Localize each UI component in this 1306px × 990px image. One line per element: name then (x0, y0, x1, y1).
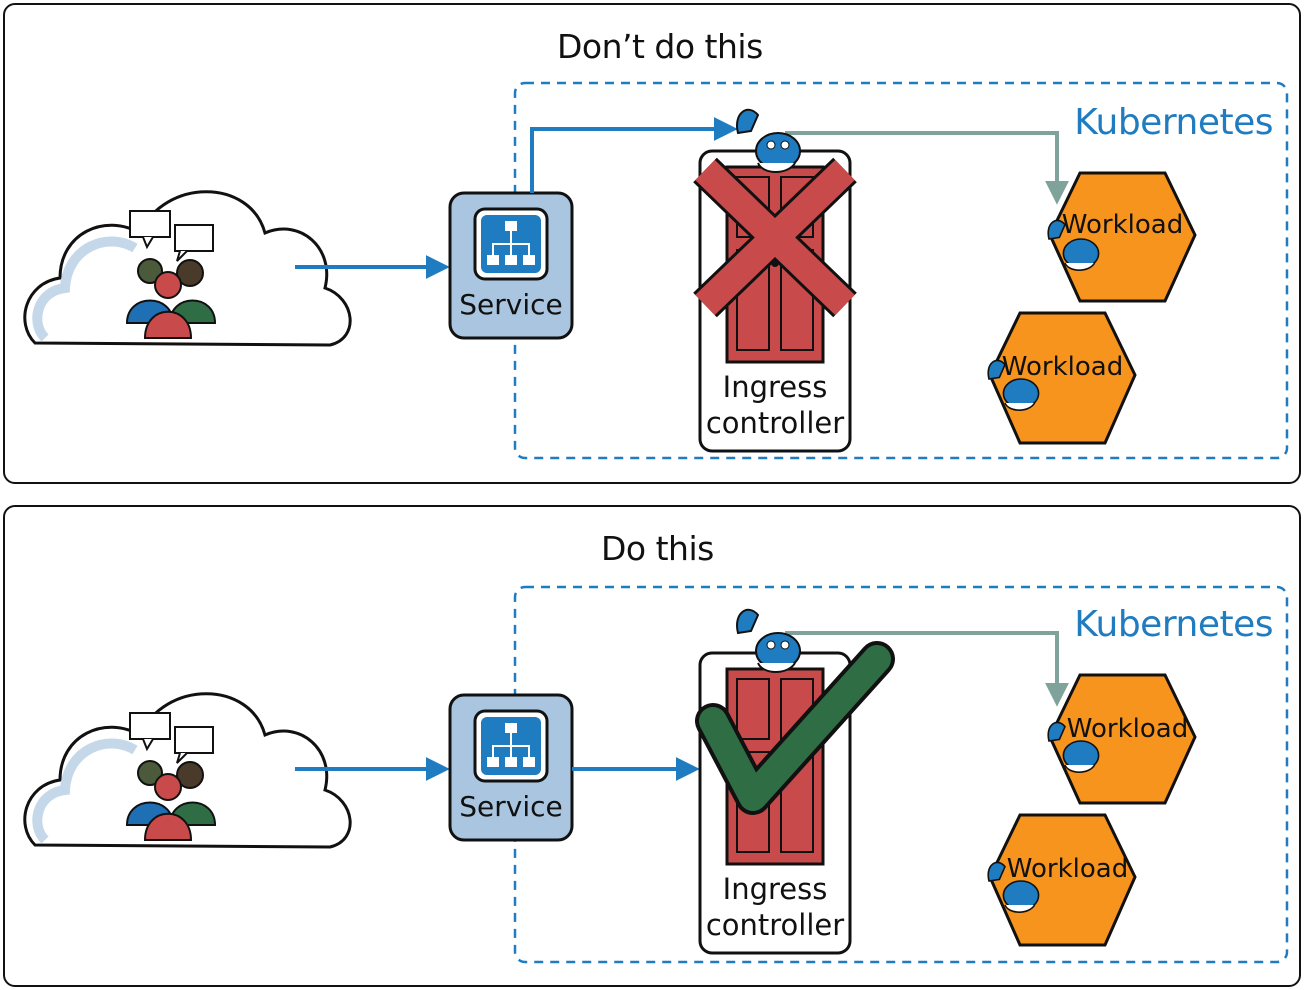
arrow-ingress-to-workload (785, 131, 1069, 205)
workload-label: Workload (1066, 714, 1189, 744)
kubernetes-label: Kubernetes (1074, 102, 1273, 143)
cloud-users-icon (23, 692, 352, 849)
network-icon (487, 221, 535, 265)
panel-title: Do this (601, 529, 714, 568)
kubernetes-label: Kubernetes (1074, 604, 1273, 645)
checkmark-icon (695, 641, 895, 815)
workload-hexagon-2 (987, 813, 1137, 947)
workload-hexagon-1 (1047, 171, 1197, 303)
arrow-ingress-to-workload (785, 631, 1069, 707)
workload-hexagon-2 (987, 311, 1137, 445)
service-box (448, 693, 574, 842)
lobster-mascot-icon (736, 608, 801, 673)
diagram-canvas (23, 585, 1289, 964)
cloud-users-icon (23, 190, 352, 347)
panel-title: Don’t do this (557, 27, 763, 66)
ingress-label-line2: controller (705, 908, 845, 942)
lobster-mascot-icon (736, 108, 801, 173)
panel-dont-do-this: Don’t do this Kubernetes Service Ingress… (3, 3, 1301, 484)
arrow-service-to-ingress-top (530, 117, 738, 193)
workload-hexagon-1 (1047, 673, 1197, 805)
ingress-label-line1: Ingress (722, 370, 828, 404)
network-icon (487, 723, 535, 767)
workload-label: Workload (1061, 210, 1184, 240)
panel-do-this: Do this Kubernetes Service Ingress contr… (3, 505, 1301, 987)
service-label: Service (459, 288, 563, 321)
ingress-label-line1: Ingress (722, 872, 828, 906)
service-box (448, 191, 574, 340)
workload-label: Workload (1006, 854, 1129, 884)
service-label: Service (459, 790, 563, 823)
ingress-label-line2: controller (705, 406, 845, 440)
workload-label: Workload (1001, 352, 1124, 382)
x-mark-icon (693, 157, 857, 318)
ingress-controller-box (698, 149, 852, 453)
diagram-canvas (23, 81, 1289, 460)
